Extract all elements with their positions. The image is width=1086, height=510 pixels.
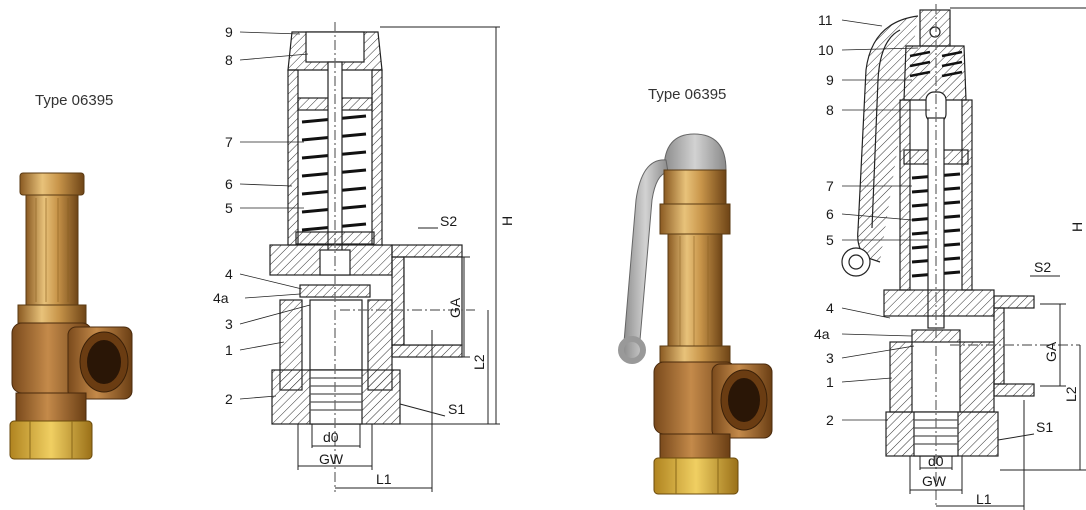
dim-d0-right: d0 (928, 453, 944, 469)
callout-6-right: 6 (826, 206, 834, 222)
callout-labels-left: 9 8 7 6 5 4 4a 3 1 2 (213, 24, 233, 407)
callout-1-right: 1 (826, 374, 834, 390)
callout-9-left: 9 (225, 24, 233, 40)
type-label-right: Type 06395 (648, 86, 727, 103)
dim-H-left: H (499, 216, 515, 226)
dim-L1-right: L1 (976, 491, 992, 507)
valve-photo-right (618, 133, 773, 495)
dim-S1-left: S1 (448, 401, 465, 417)
section-drawing-left (269, 22, 475, 492)
callout-leaders-left (239, 31, 311, 400)
dimension-labels-left: H S2 GA L2 S1 d0 GW L1 (319, 213, 515, 487)
callout-6-left: 6 (225, 176, 233, 192)
callout-9-right: 9 (826, 72, 834, 88)
callout-7-right: 7 (826, 178, 834, 194)
dim-S1-right: S1 (1036, 419, 1053, 435)
callout-4-right: 4 (826, 300, 834, 316)
dim-GW-right: GW (922, 473, 947, 489)
callout-8-left: 8 (225, 52, 233, 68)
callout-3-left: 3 (225, 316, 233, 332)
callout-2-left: 2 (225, 391, 233, 407)
callout-8-right: 8 (826, 102, 834, 118)
callout-11-right: 11 (818, 12, 833, 28)
dim-GA-right: GA (1043, 341, 1059, 362)
callout-4-left: 4 (225, 266, 233, 282)
dim-S2-right: S2 (1034, 259, 1051, 275)
dim-L2-right: L2 (1063, 386, 1079, 402)
callout-3-right: 3 (826, 350, 834, 366)
dim-S2-left: S2 (440, 213, 457, 229)
callout-1-left: 1 (225, 342, 233, 358)
dimension-lines-left (297, 26, 500, 492)
valve-photo-left (9, 172, 133, 460)
callout-labels-right: 11 10 9 8 7 6 5 4 4a 3 1 2 (814, 12, 834, 428)
dimension-lines-right (909, 7, 1086, 510)
dim-GW-left: GW (319, 451, 344, 467)
callout-5-right: 5 (826, 232, 834, 248)
callout-7-left: 7 (225, 134, 233, 150)
dim-L1-left: L1 (376, 471, 392, 487)
callout-4a-left: 4a (213, 290, 229, 306)
callout-2-right: 2 (826, 412, 834, 428)
dim-L2-left: L2 (471, 354, 487, 370)
dim-d0-left: d0 (323, 429, 339, 445)
type-label-left: Type 06395 (35, 92, 114, 109)
callout-10-right: 10 (818, 42, 834, 58)
callout-4a-right: 4a (814, 326, 830, 342)
callout-leaders-right (841, 19, 930, 421)
section-drawing-right (841, 4, 1080, 508)
dim-H-right: H (1069, 222, 1085, 232)
dim-GA-left: GA (447, 297, 463, 318)
callout-5-left: 5 (225, 200, 233, 216)
dimension-labels-right: H S2 GA L2 S1 d0 GW L1 (922, 222, 1085, 507)
